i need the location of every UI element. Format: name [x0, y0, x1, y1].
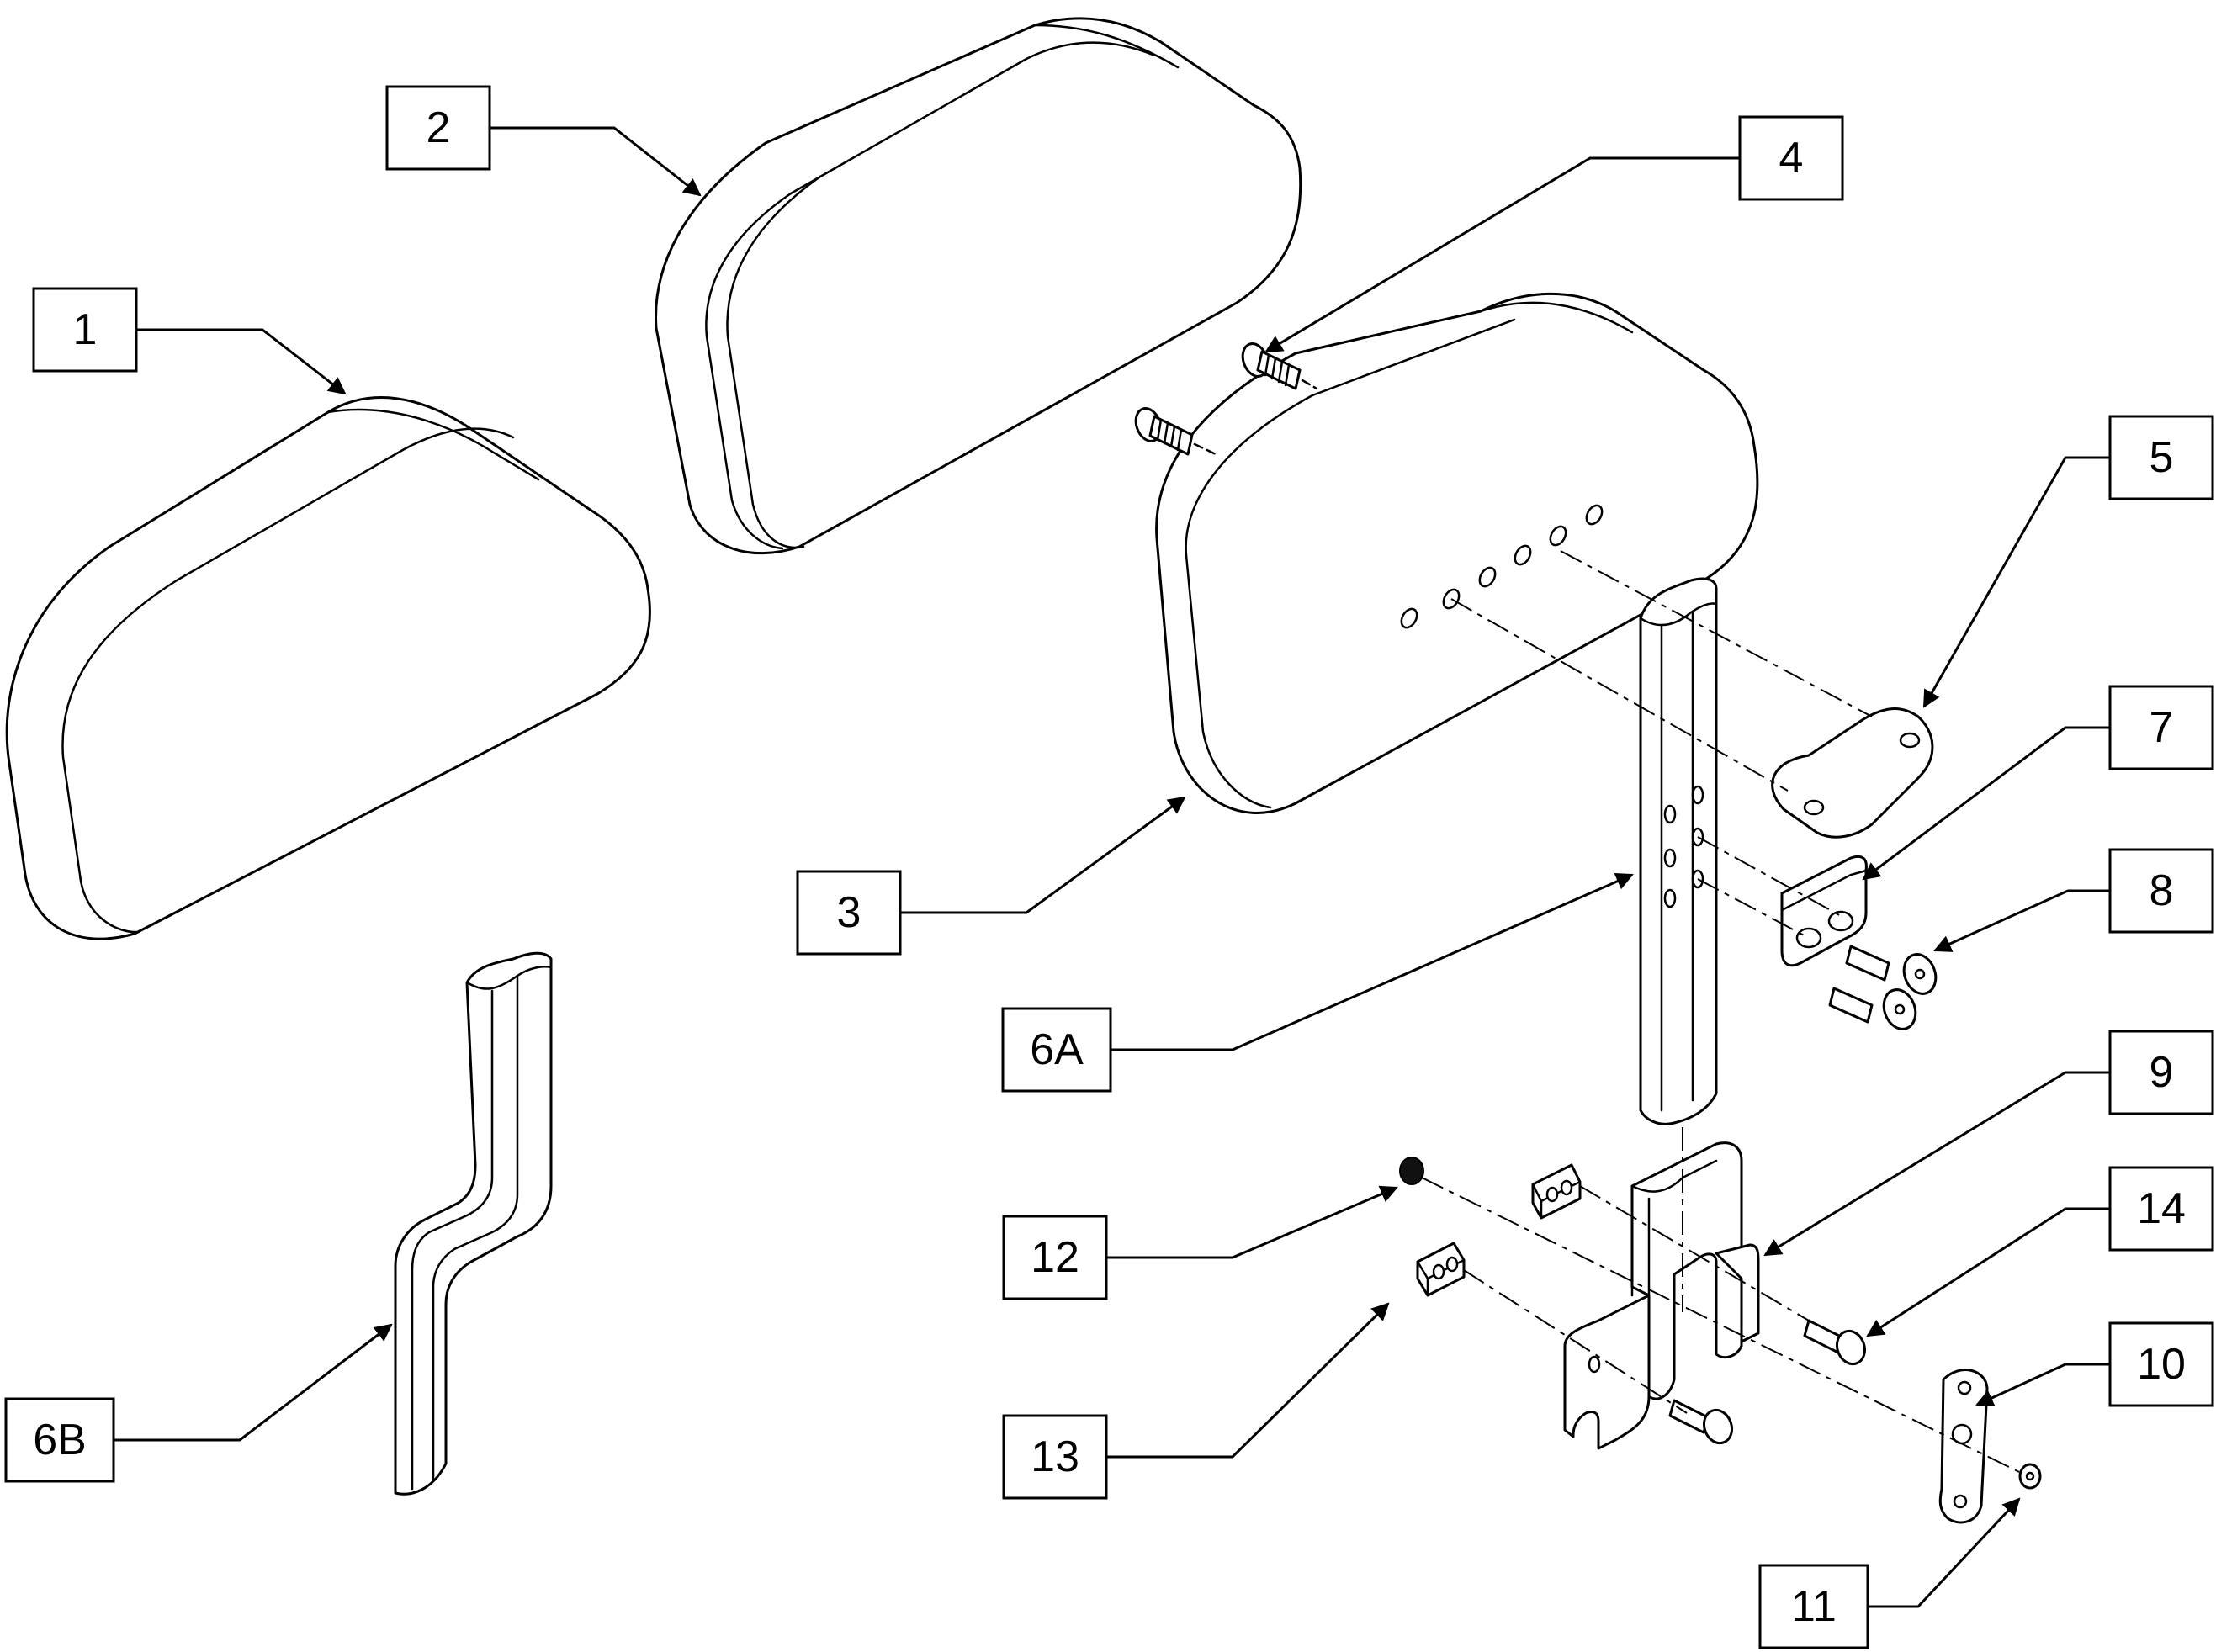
- bolt-14: [1668, 1319, 1867, 1445]
- callout-label-9: 9: [2150, 1048, 2174, 1097]
- callout-label-4: 4: [1779, 134, 1804, 183]
- callout-label-7: 7: [2150, 703, 2174, 752]
- callout-10: 10: [2108, 1321, 2214, 1407]
- screw-8: [1828, 945, 1938, 1030]
- callout-12: 12: [1002, 1215, 1108, 1300]
- nut-plate-13: [1416, 1163, 1582, 1297]
- screw-4: [1134, 342, 1318, 456]
- callout-label-8: 8: [2150, 866, 2174, 915]
- callout-2: 2: [385, 85, 491, 171]
- mounting-plate-5: [1771, 707, 1934, 839]
- clamp-block-7: [1780, 855, 1868, 967]
- callout-label-1: 1: [73, 305, 98, 354]
- callout-label-13: 13: [1031, 1432, 1079, 1481]
- callout-14: 14: [2108, 1166, 2214, 1252]
- callout-11: 11: [1758, 1564, 1869, 1649]
- callout-label-5: 5: [2150, 433, 2174, 482]
- callout-3: 3: [796, 870, 902, 956]
- headrest-pad-1: [5, 396, 651, 940]
- callout-label-10: 10: [2137, 1340, 2186, 1389]
- headrest-pad-3: [1155, 292, 1759, 814]
- callout-label-6a: 6A: [1030, 1025, 1084, 1074]
- link-plate-10: [1938, 1369, 1989, 1524]
- headrest-pad-2: [655, 17, 1302, 555]
- callout-label-12: 12: [1031, 1233, 1079, 1282]
- leader-lines: [114, 126, 2110, 1608]
- callout-label-14: 14: [2137, 1184, 2186, 1233]
- callout-6a: 6A: [1001, 1007, 1112, 1093]
- post-6a: [1639, 577, 1718, 1125]
- bracket-9: [1563, 1141, 1760, 1450]
- callout-8: 8: [2108, 848, 2214, 934]
- callout-1: 1: [32, 287, 138, 373]
- callout-label-3: 3: [837, 888, 861, 937]
- callout-label-2: 2: [427, 103, 451, 152]
- callout-7: 7: [2108, 685, 2214, 770]
- callout-6b: 6B: [4, 1397, 115, 1483]
- callout-label-11: 11: [1791, 1582, 1837, 1631]
- assembly-centerlines: [1421, 550, 2020, 1473]
- callout-5: 5: [2108, 415, 2214, 500]
- offset-post-6b: [394, 951, 553, 1496]
- set-screw-12: [1399, 1157, 1424, 1185]
- callout-13: 13: [1002, 1414, 1108, 1500]
- screw-11: [2018, 1463, 2042, 1490]
- callout-4: 4: [1738, 115, 1844, 201]
- callout-9: 9: [2108, 1030, 2214, 1115]
- callout-label-6b: 6B: [33, 1416, 87, 1464]
